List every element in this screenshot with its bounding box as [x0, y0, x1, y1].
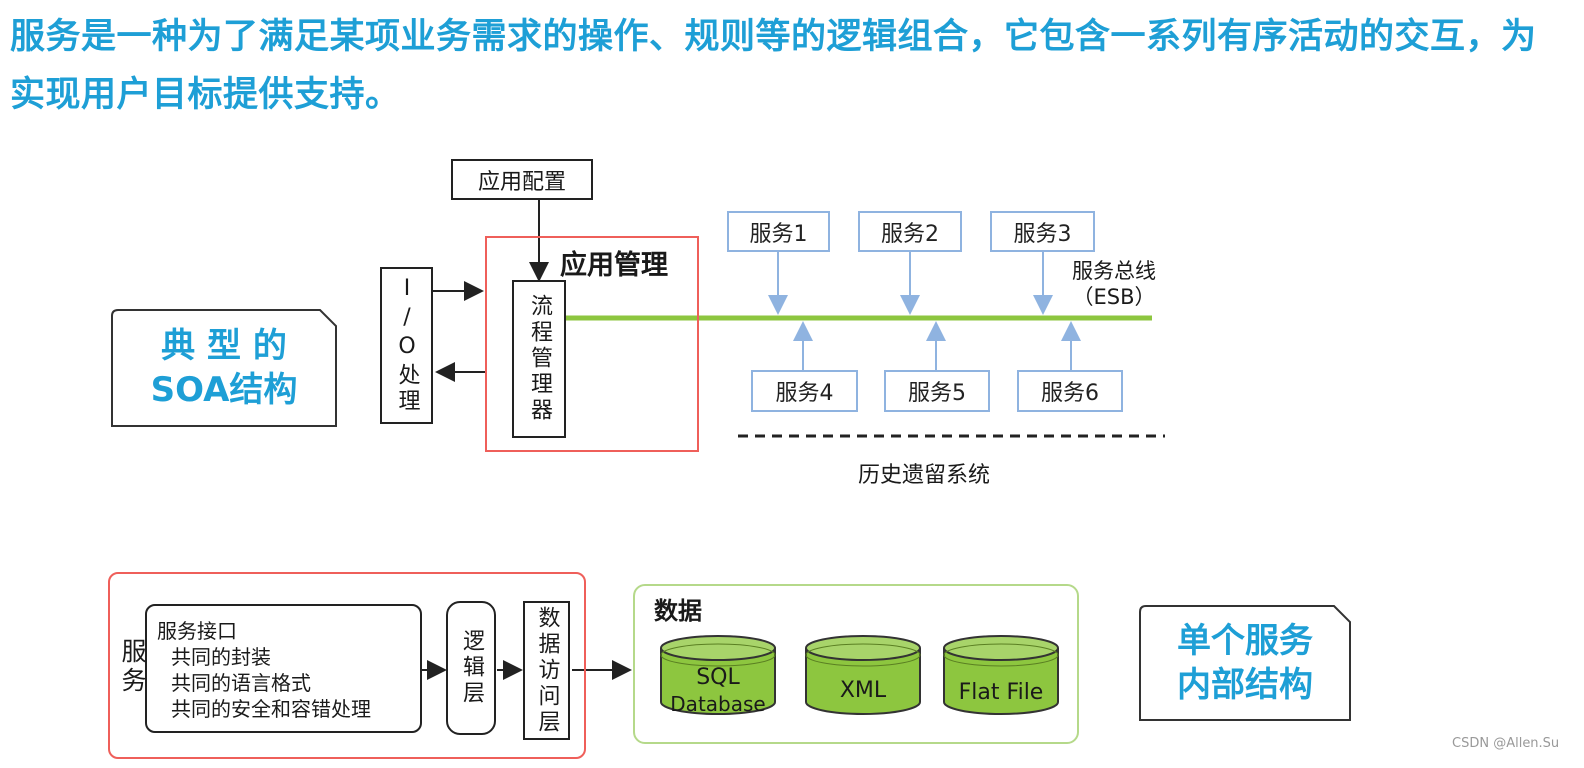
- app-management-title: 应用管理: [560, 250, 668, 281]
- service-5: 服务5: [884, 370, 990, 412]
- process-manager-box: 流程管理器: [512, 280, 566, 438]
- soa-tag-line1: 典 型 的: [161, 326, 287, 366]
- service-3-label: 服务3: [1013, 221, 1072, 247]
- interface-item-3: 共同的安全和容错处理: [171, 697, 371, 721]
- service-4-label: 服务4: [775, 381, 834, 406]
- interface-item-1: 共同的封装: [171, 645, 271, 669]
- logic-layer-label: 逻辑层: [459, 629, 484, 707]
- watermark: CSDN @Allen.Su: [1452, 736, 1560, 751]
- soa-tag: 典 型 的 SOA结构: [114, 312, 334, 424]
- store-flatfile-label: Flat File: [958, 680, 1044, 705]
- app-config-box: 应用配置: [451, 159, 593, 200]
- io-processing-box: I/O处理: [380, 267, 433, 424]
- service-4: 服务4: [751, 370, 858, 412]
- service-vertical-label: 服务: [118, 638, 147, 696]
- soa-tag-frame: [111, 309, 337, 427]
- io-processing-label: I/O处理: [394, 276, 420, 415]
- store-xml-label: XML: [839, 678, 887, 703]
- intro-paragraph: 服务是一种为了满足某项业务需求的操作、规则等的逻辑组合，它包含一系列有序活动的交…: [10, 17, 1537, 115]
- data-access-layer-label: 数据访问层: [534, 605, 560, 736]
- logic-layer-box: 逻辑层: [446, 601, 496, 735]
- data-frame: [633, 584, 1079, 744]
- service-3: 服务3: [990, 211, 1095, 252]
- single-tag-frame: [1139, 605, 1351, 721]
- interface-item-2: 共同的语言格式: [171, 671, 311, 695]
- single-tag-line1: 单个服务: [1177, 621, 1313, 661]
- service-6-label: 服务6: [1041, 381, 1099, 406]
- legacy-systems-label: 历史遗留系统: [858, 463, 991, 488]
- esb-label: 服务总线 （ESB）: [1062, 258, 1166, 310]
- data-title: 数据: [654, 597, 702, 625]
- cylinder-xml: [805, 635, 921, 715]
- service-interface-title: 服务接口: [157, 619, 237, 643]
- service-frame: [108, 572, 586, 759]
- store-sql-label: SQL Database: [661, 665, 775, 717]
- data-access-layer-box: 数据访问层: [523, 601, 570, 740]
- esb-label-line1: 服务总线: [1072, 259, 1156, 283]
- service-2-label: 服务2: [881, 221, 939, 247]
- service-1-label: 服务1: [749, 221, 808, 247]
- soa-tag-line2: SOA结构: [150, 370, 298, 410]
- service-5-label: 服务5: [908, 381, 966, 406]
- cylinder-sql: [660, 635, 776, 715]
- single-service-tag: 单个服务 内部结构: [1142, 608, 1348, 718]
- service-6: 服务6: [1017, 370, 1123, 412]
- cylinder-flatfile: [943, 635, 1059, 715]
- service-interface-box: 服务接口 共同的封装 共同的语言格式 共同的安全和容错处理: [145, 604, 422, 733]
- service-1: 服务1: [727, 211, 830, 252]
- store-sql-line1: SQL: [696, 665, 740, 690]
- process-manager-label: 流程管理器: [527, 294, 552, 424]
- esb-label-line2: （ESB）: [1072, 285, 1156, 309]
- service-2: 服务2: [858, 211, 962, 252]
- store-sql-line2: Database: [670, 692, 766, 716]
- app-config-label: 应用配置: [477, 169, 566, 195]
- app-management-frame: [485, 236, 699, 452]
- single-tag-line2: 内部结构: [1177, 665, 1313, 705]
